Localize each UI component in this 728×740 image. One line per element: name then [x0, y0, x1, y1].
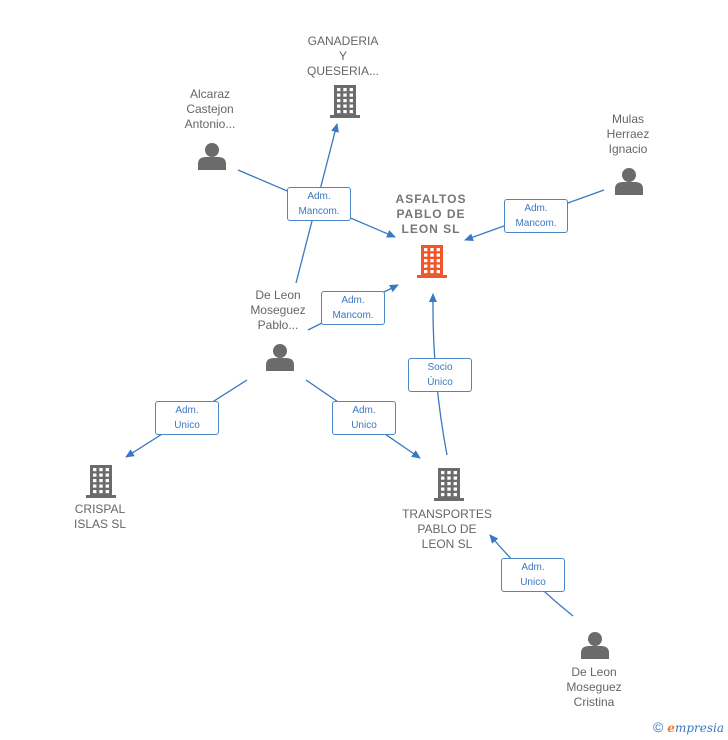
- copyright-symbol: ©: [652, 719, 664, 735]
- building-icon-ganaderia[interactable]: [330, 85, 360, 118]
- building-icon-asfaltos[interactable]: [417, 245, 447, 278]
- node-label-alcaraz[interactable]: Alcaraz Castejon Antonio...: [184, 86, 236, 131]
- node-label-crispal[interactable]: CRISPAL ISLAS SL: [73, 502, 127, 531]
- building-icon-crispal[interactable]: [86, 465, 116, 498]
- node-label-deleon_cristina[interactable]: De Leon Moseguez Cristina: [566, 664, 622, 709]
- node-label-deleon_pablo[interactable]: De Leon Moseguez Pablo...: [250, 287, 306, 332]
- person-icon-deleon_pablo[interactable]: [266, 344, 294, 371]
- footer-brand: ©empresia: [653, 719, 724, 735]
- edge-label-e4[interactable]: Adm. Mancom.: [321, 291, 385, 325]
- edge-label-e5[interactable]: Adm. Unico: [155, 401, 219, 435]
- node-label-ganaderia[interactable]: GANADERIA Y QUESERIA...: [306, 33, 380, 78]
- person-icon-mulas[interactable]: [615, 168, 643, 195]
- node-label-mulas[interactable]: Mulas Herraez Ignacio: [606, 111, 650, 156]
- brand-name: mpresia: [674, 721, 724, 735]
- node-label-asfaltos[interactable]: ASFALTOS PABLO DE LEON SL: [395, 191, 467, 236]
- edge-label-e3[interactable]: Adm. Mancom.: [504, 199, 568, 233]
- person-icon-deleon_cristina[interactable]: [581, 632, 609, 659]
- edge-label-e6[interactable]: Adm. Unico: [332, 401, 396, 435]
- edge-label-e8[interactable]: Adm. Unico: [501, 558, 565, 592]
- brand-initial: e: [667, 721, 675, 735]
- person-icon-alcaraz[interactable]: [198, 143, 226, 170]
- node-label-transportes[interactable]: TRANSPORTES PABLO DE LEON SL: [402, 506, 492, 551]
- edge-label-e1[interactable]: Adm. Mancom.: [287, 187, 351, 221]
- building-icon-transportes[interactable]: [434, 468, 464, 501]
- edge-label-e7[interactable]: Socio Único: [408, 358, 472, 392]
